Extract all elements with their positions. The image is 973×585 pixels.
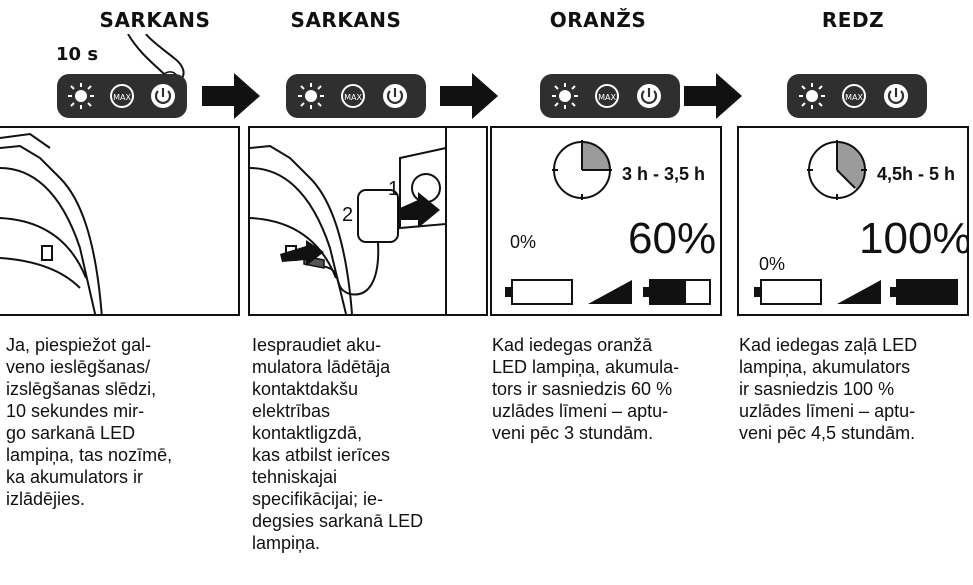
max-icon[interactable]: MAX — [839, 81, 869, 111]
press-duration-label: 10 s — [56, 44, 99, 65]
power-icon[interactable] — [380, 81, 410, 111]
step-number-1: 1 — [388, 178, 400, 200]
power-icon[interactable] — [881, 81, 911, 111]
light-icon[interactable] — [797, 81, 827, 111]
light-icon[interactable] — [67, 81, 96, 111]
control-panel: MAX — [57, 74, 187, 118]
step-description: Kad iedegas zaļā LED lampiņa, akumulator… — [739, 335, 918, 443]
step-title: SARKANS — [99, 8, 211, 32]
step-title: SARKANS — [290, 8, 402, 32]
step-title: ORANŽS — [549, 8, 647, 32]
step-description: Kad iedegas oranžā LED lampiņa, akumula-… — [492, 335, 680, 443]
arrow-right-icon — [684, 73, 742, 119]
step-3: ORANŽS MAX 3 h - 3,5 h 0% 60% — [488, 0, 728, 585]
svg-text:MAX: MAX — [598, 93, 616, 102]
step-description: Iespraudiet aku- mulatora lādētāja konta… — [252, 335, 424, 553]
charge-status-box: 3 h - 3,5 h 0% 60% — [490, 126, 722, 316]
arrow-right-icon — [202, 73, 260, 119]
svg-text:MAX: MAX — [113, 93, 131, 102]
battery-full-icon — [890, 279, 958, 305]
start-percent-label: 0% — [510, 232, 537, 252]
end-percent-label: 60% — [628, 214, 717, 263]
clock-icon — [552, 140, 612, 200]
step-number-2: 2 — [342, 204, 354, 226]
power-icon[interactable] — [634, 81, 664, 111]
clock-icon — [807, 140, 867, 200]
step-4: REDZ MAX 4,5h - 5 h 0% 100% — [733, 0, 973, 585]
max-icon[interactable]: MAX — [592, 81, 622, 111]
step-1: SARKANS 10 s MAX Ja, piespiežot gal- ven… — [0, 0, 240, 585]
charge-time-label: 4,5h - 5 h — [877, 164, 956, 184]
device-illustration — [0, 126, 240, 316]
charge-status-box: 4,5h - 5 h 0% 100% — [737, 126, 969, 316]
charge-ramp-icon — [588, 280, 632, 304]
step-title: REDZ — [821, 8, 885, 32]
charge-ramp-icon — [837, 280, 881, 304]
battery-empty-icon — [754, 279, 822, 305]
battery-empty-icon — [505, 279, 573, 305]
end-percent-label: 100% — [859, 214, 969, 263]
control-panel: MAX — [787, 74, 927, 118]
charger-illustration: 1 2 — [248, 126, 488, 316]
light-icon[interactable] — [550, 81, 580, 111]
svg-text:MAX: MAX — [845, 93, 863, 102]
control-panel: MAX — [286, 74, 426, 118]
arrow-right-icon — [440, 73, 498, 119]
svg-text:MAX: MAX — [344, 93, 362, 102]
step-2: SARKANS MAX 1 — [246, 0, 488, 585]
power-icon[interactable] — [148, 81, 177, 111]
step-description: Ja, piespiežot gal- veno ieslēgšanas/ iz… — [6, 335, 173, 509]
light-icon[interactable] — [296, 81, 326, 111]
battery-charged-icon — [643, 279, 711, 305]
control-panel: MAX — [540, 74, 680, 118]
max-icon[interactable]: MAX — [108, 81, 137, 111]
max-icon[interactable]: MAX — [338, 81, 368, 111]
start-percent-label: 0% — [759, 254, 786, 274]
charge-time-label: 3 h - 3,5 h — [622, 164, 706, 184]
